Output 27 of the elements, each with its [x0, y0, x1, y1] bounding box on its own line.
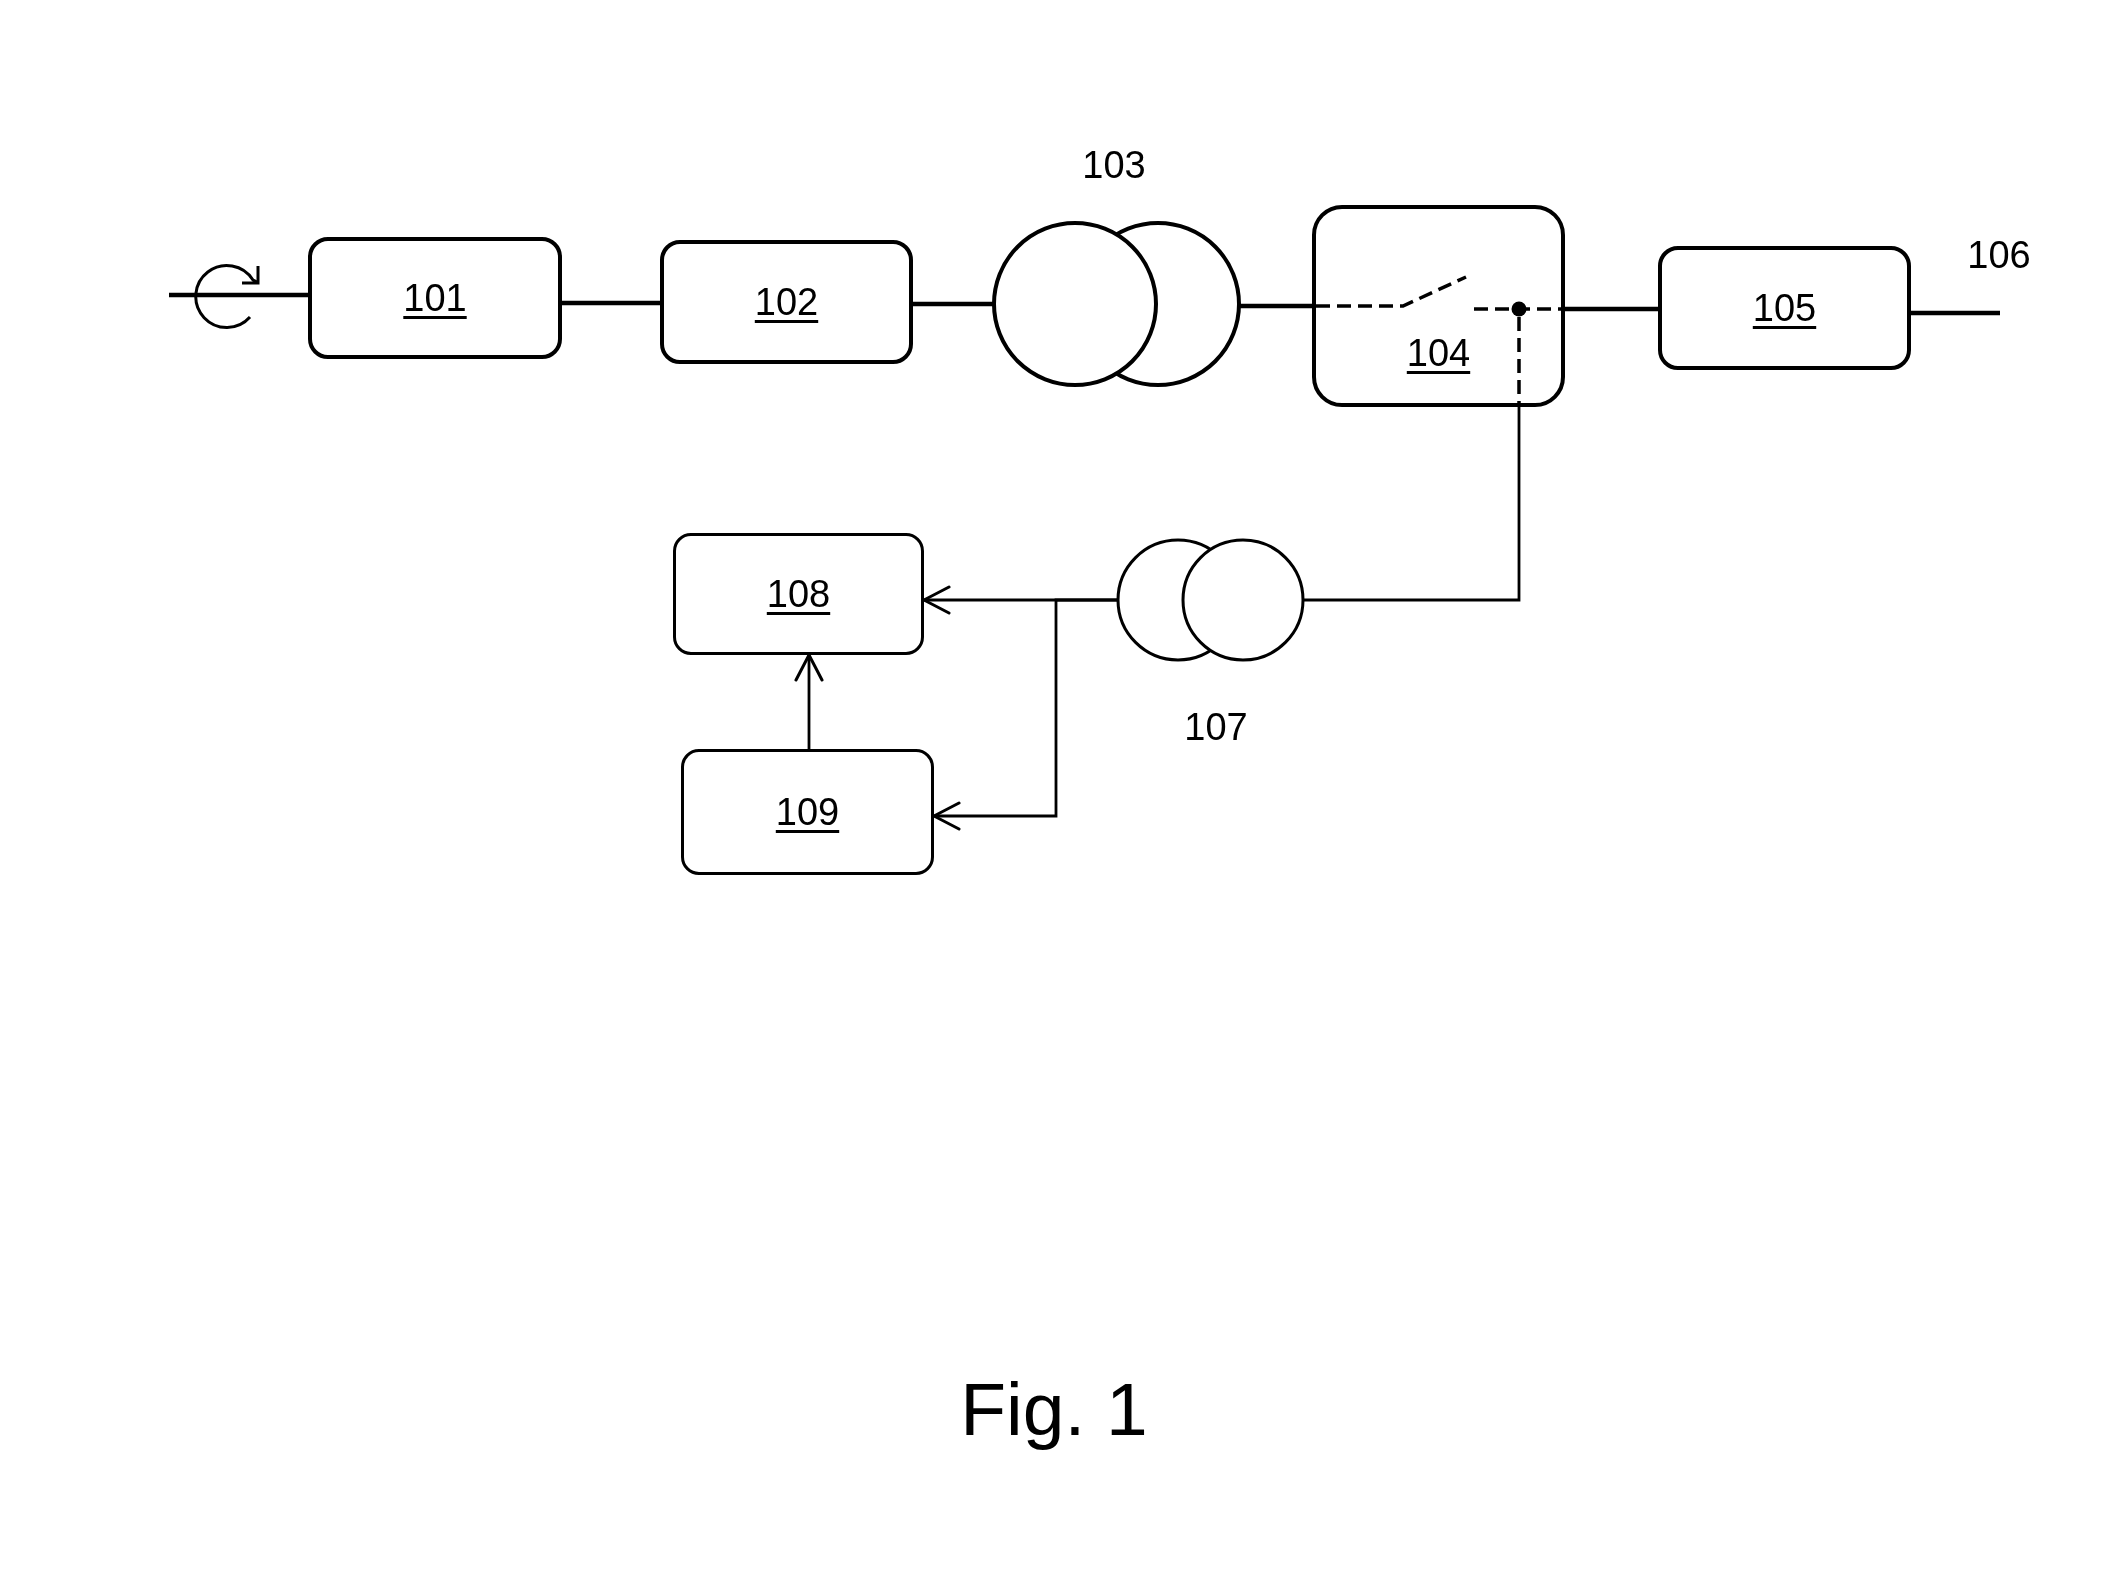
connector-line	[1303, 407, 1521, 602]
callout-number: 107	[1184, 705, 1248, 749]
connector-line	[1911, 310, 2000, 316]
callout-number: 106	[1967, 233, 2031, 277]
callout-number: 103	[1082, 143, 1146, 187]
arrow	[932, 598, 1118, 831]
reference-number: 101	[403, 276, 467, 320]
rounded-box	[681, 749, 934, 875]
connector-line	[169, 292, 308, 298]
connector-line	[913, 301, 994, 307]
connector-line	[1565, 306, 1658, 312]
connector-line	[1239, 303, 1312, 309]
transformer-symbol	[1116, 538, 1305, 662]
reference-number: 105	[1752, 286, 1817, 330]
reference-number: 104	[1406, 331, 1471, 375]
rounded-box	[1312, 205, 1565, 407]
transformer-symbol	[992, 221, 1242, 387]
rounded-box	[660, 240, 913, 364]
rounded-box	[1658, 246, 1911, 370]
reference-number: 108	[766, 572, 831, 616]
connector-line	[562, 300, 660, 306]
reference-number: 109	[775, 790, 840, 834]
rounded-box	[308, 237, 562, 359]
reference-number: 102	[754, 280, 819, 324]
arrow	[794, 653, 824, 749]
rounded-box	[673, 533, 924, 655]
figure-caption: Fig. 1	[960, 1366, 1148, 1452]
